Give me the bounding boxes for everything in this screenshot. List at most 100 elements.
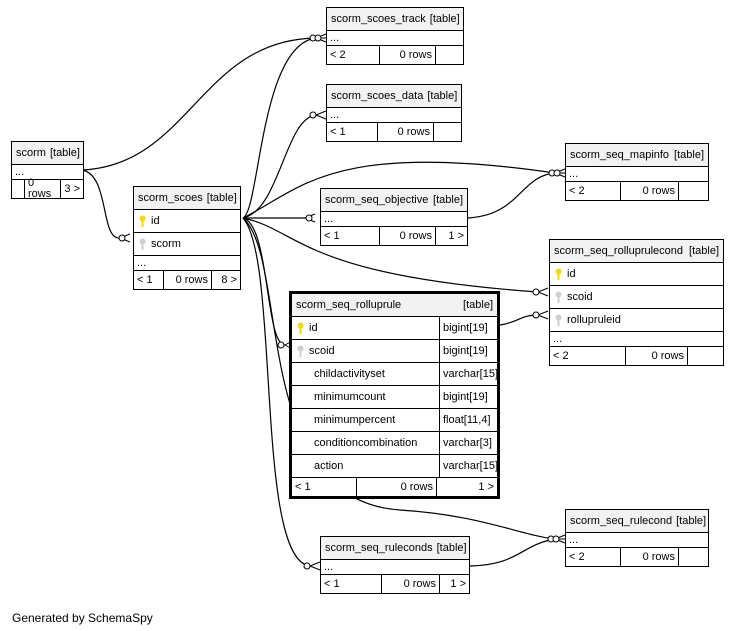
table-footer: < 1 0 rows 1 > (292, 478, 497, 496)
generator-credit: Generated by SchemaSpy (12, 611, 153, 625)
column-type: bigint[19] (439, 317, 497, 339)
child-count: 1 > (436, 478, 497, 496)
column-name: id (151, 214, 160, 227)
edge-scoes-ruleconds (242, 217, 311, 567)
row-count: 0 rows (379, 227, 435, 245)
table-scorm-seq-rulecond[interactable]: scorm_seq_rulecond [table] ... < 2 0 row… (565, 509, 709, 567)
primary-key-icon (297, 322, 304, 334)
column-type: varchar[3] (439, 432, 497, 454)
primary-key-icon (555, 268, 562, 280)
column-type: float[11,4] (439, 409, 497, 431)
edge-scorm-scoes-track (81, 37, 317, 171)
table-kind: [table] (429, 12, 460, 25)
column-row: id bigint[19] (292, 317, 497, 340)
table-header: scorm_seq_objective [table] (321, 189, 467, 212)
table-footer: < 1 0 rows 1 > (321, 227, 467, 245)
edge-objective-mapinfo (467, 172, 556, 219)
column-name: id (309, 321, 318, 334)
table-kind: [table] (427, 89, 458, 102)
table-footer: < 2 0 rows (566, 548, 708, 566)
column-row: minimumcount bigint[19] (292, 386, 497, 409)
column-row: scoid bigint[19] (292, 340, 497, 363)
parent-count: < 2 (569, 184, 585, 197)
edge-scoes-mapinfo (242, 161, 556, 219)
table-footer: 0 rows 3 > (12, 178, 83, 200)
more-columns: ... (566, 533, 708, 548)
column-name: id (567, 267, 576, 280)
more-columns: ... (12, 165, 83, 180)
column-row: conditioncombination varchar[3] (292, 432, 497, 455)
table-header: scorm_seq_rolluprulecond [table] (550, 240, 723, 263)
table-scorm-seq-rolluprulecond[interactable]: scorm_seq_rolluprulecond [table] id scoi… (549, 239, 724, 366)
table-header: scorm_scoes_track [table] (327, 8, 463, 31)
table-header: scorm [table] (12, 142, 83, 165)
table-header: scorm_seq_rulecond [table] (566, 510, 708, 533)
table-name: scorm_seq_mapinfo (570, 148, 670, 161)
foreign-key-icon (297, 345, 304, 357)
table-scorm-seq-rolluprule[interactable]: scorm_seq_rolluprule [table] id bigint[1… (289, 291, 500, 499)
table-footer: < 2 0 rows (550, 347, 723, 365)
table-name: scorm_seq_ruleconds (325, 541, 433, 554)
table-name: scorm_scoes_track (331, 12, 426, 25)
more-columns: ... (550, 332, 723, 347)
table-footer: < 1 0 rows 1 > (321, 575, 469, 593)
column-row: minimumpercent float[11,4] (292, 409, 497, 432)
column-name: conditioncombination (314, 436, 418, 449)
table-kind: [table] (674, 148, 704, 161)
row-count: 0 rows (620, 182, 678, 200)
edge-ruleconds-rulecond (467, 538, 556, 567)
table-kind: [table] (49, 146, 80, 159)
row-count: 0 rows (163, 271, 211, 289)
column-type: bigint[19] (439, 386, 497, 408)
table-scorm-scoes-track[interactable]: scorm_scoes_track [table] ... < 2 0 rows (326, 7, 464, 65)
table-name: scorm_seq_objective (325, 193, 429, 206)
child-count: 1 > (435, 227, 467, 245)
table-scorm-scoes[interactable]: scorm_scoes [table] id scorm ... < 1 0 r… (133, 186, 241, 290)
parent-count (12, 180, 24, 198)
column-type: varchar[15] (439, 455, 497, 477)
column-name: minimumpercent (314, 413, 396, 426)
row-count: 0 rows (379, 46, 435, 64)
table-name: scorm_seq_rolluprule (296, 298, 402, 311)
table-name: scorm_scoes (138, 191, 203, 204)
edge-scorm-scoes (81, 169, 121, 239)
table-footer: < 1 0 rows 8 > (134, 271, 240, 289)
primary-key-icon (139, 215, 146, 227)
table-scorm-seq-ruleconds[interactable]: scorm_seq_ruleconds [table] ... < 1 0 ro… (320, 536, 470, 594)
column-type: bigint[19] (439, 340, 497, 362)
table-name: scorm_seq_rolluprulecond (554, 244, 684, 257)
foreign-key-icon (555, 291, 562, 303)
table-scorm-scoes-data[interactable]: scorm_scoes_data [table] ... < 1 0 rows (326, 84, 462, 142)
table-name: scorm (16, 146, 46, 159)
table-kind: [table] (206, 191, 237, 204)
child-count (435, 46, 463, 64)
table-scorm[interactable]: scorm [table] ... 0 rows 3 > (11, 141, 84, 200)
parent-count: < 1 (295, 480, 311, 493)
more-columns: ... (321, 212, 467, 227)
row-count: 0 rows (356, 478, 436, 496)
table-name: scorm_seq_rulecond (570, 514, 673, 527)
table-kind: [table] (689, 244, 719, 257)
table-header: scorm_seq_mapinfo [table] (566, 144, 708, 167)
table-name: scorm_scoes_data (331, 89, 424, 102)
column-name: action (314, 459, 344, 472)
child-count (687, 347, 723, 365)
child-count: 1 > (439, 575, 469, 593)
edge-scoes-scoes-data (242, 114, 317, 219)
column-row: scorm (134, 233, 240, 256)
child-count (678, 548, 708, 566)
column-row: childactivityset varchar[15] (292, 363, 497, 386)
table-scorm-seq-objective[interactable]: scorm_seq_objective [table] ... < 1 0 ro… (320, 188, 468, 246)
column-row: scoid (550, 286, 723, 309)
table-footer: < 2 0 rows (566, 182, 708, 200)
table-kind: [table] (433, 193, 463, 206)
row-count: 0 rows (625, 347, 687, 365)
column-name: childactivityset (314, 367, 385, 380)
table-scorm-seq-mapinfo[interactable]: scorm_seq_mapinfo [table] ... < 2 0 rows (565, 143, 709, 201)
parent-count: < 2 (330, 48, 346, 61)
column-name: scoid (567, 290, 593, 303)
column-row: rollupruleid (550, 309, 723, 332)
foreign-key-icon (139, 238, 146, 250)
table-kind: [table] (676, 514, 707, 527)
